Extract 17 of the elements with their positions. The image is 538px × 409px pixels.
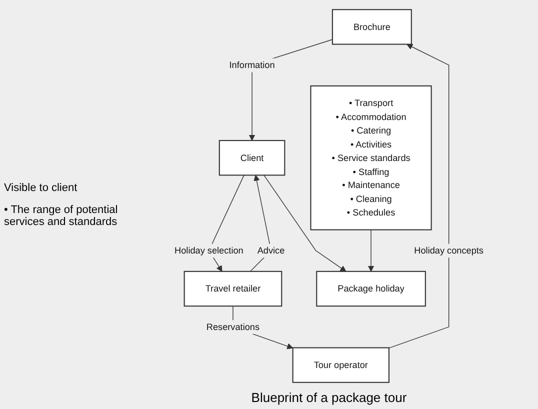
node-box: Brochure — [332, 9, 412, 45]
node-box: Package holiday — [316, 270, 426, 307]
edge-label: Information — [229, 60, 275, 70]
node-box: Travel retailer — [184, 270, 282, 307]
edge-label: Holiday concepts — [414, 245, 484, 256]
note-text: • The range of potential services and standards — [4, 204, 119, 228]
edge-label: Advice — [257, 245, 285, 256]
node-box: Tour operator — [292, 347, 390, 383]
note-text: Visible to client — [4, 182, 78, 194]
node-box: Client — [218, 140, 286, 176]
edge-label: Reservations — [206, 321, 260, 332]
node-box: • Transport • Accommodation • Catering • Activities • Service standards • Staffing • Maintenance • Cleaning • Schedules — [310, 85, 432, 230]
arrow — [368, 229, 374, 272]
arrow — [264, 174, 346, 272]
arrow — [388, 44, 450, 348]
caption: Blueprint of a package tour — [251, 390, 407, 405]
edge-label: Holiday selection — [174, 245, 244, 256]
